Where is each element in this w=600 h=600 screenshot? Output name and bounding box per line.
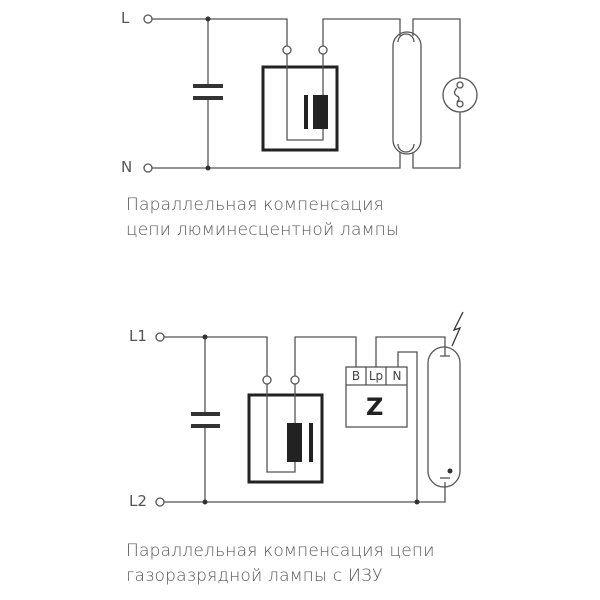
discharge-lamp-circuit (155, 311, 464, 507)
fluorescent-circuit (143, 14, 478, 173)
igniter-box (345, 366, 408, 428)
caption-2-line-1: Параллельная компенсация цепи (126, 541, 435, 561)
caption-1-line-1: Параллельная компенсация (126, 195, 384, 215)
ballast-icon (261, 45, 339, 152)
terminal-label-l: L (121, 9, 130, 27)
terminal-n (143, 163, 153, 173)
starter-icon (442, 77, 478, 113)
caption-2: Параллельная компенсация цепи газоразряд… (126, 539, 435, 589)
caption-1: Параллельная компенсация цепи люминесцен… (126, 193, 399, 243)
caption-1-line-2: цепи люминесцентной лампы (126, 220, 400, 240)
caption-2-line-2: газоразрядной лампы с ИЗУ (126, 566, 383, 586)
igniter-label: Z (366, 393, 384, 421)
terminal-l1 (155, 332, 165, 342)
lightning-icon (451, 311, 464, 347)
pin-b: B (351, 369, 361, 383)
terminal-l2 (155, 497, 165, 507)
fluorescent-lamp-icon (392, 31, 422, 155)
pin-n: N (392, 369, 402, 383)
terminal-label-l2: L2 (129, 492, 147, 510)
ballast-icon (247, 375, 324, 484)
capacitor-icon (193, 84, 223, 100)
terminal-l (143, 14, 153, 24)
pin-lp: Lp (368, 369, 384, 383)
discharge-lamp-icon (427, 346, 461, 488)
capacitor-icon (191, 412, 220, 428)
terminal-label-l1: L1 (129, 327, 147, 345)
terminal-label-n: N (121, 158, 133, 176)
